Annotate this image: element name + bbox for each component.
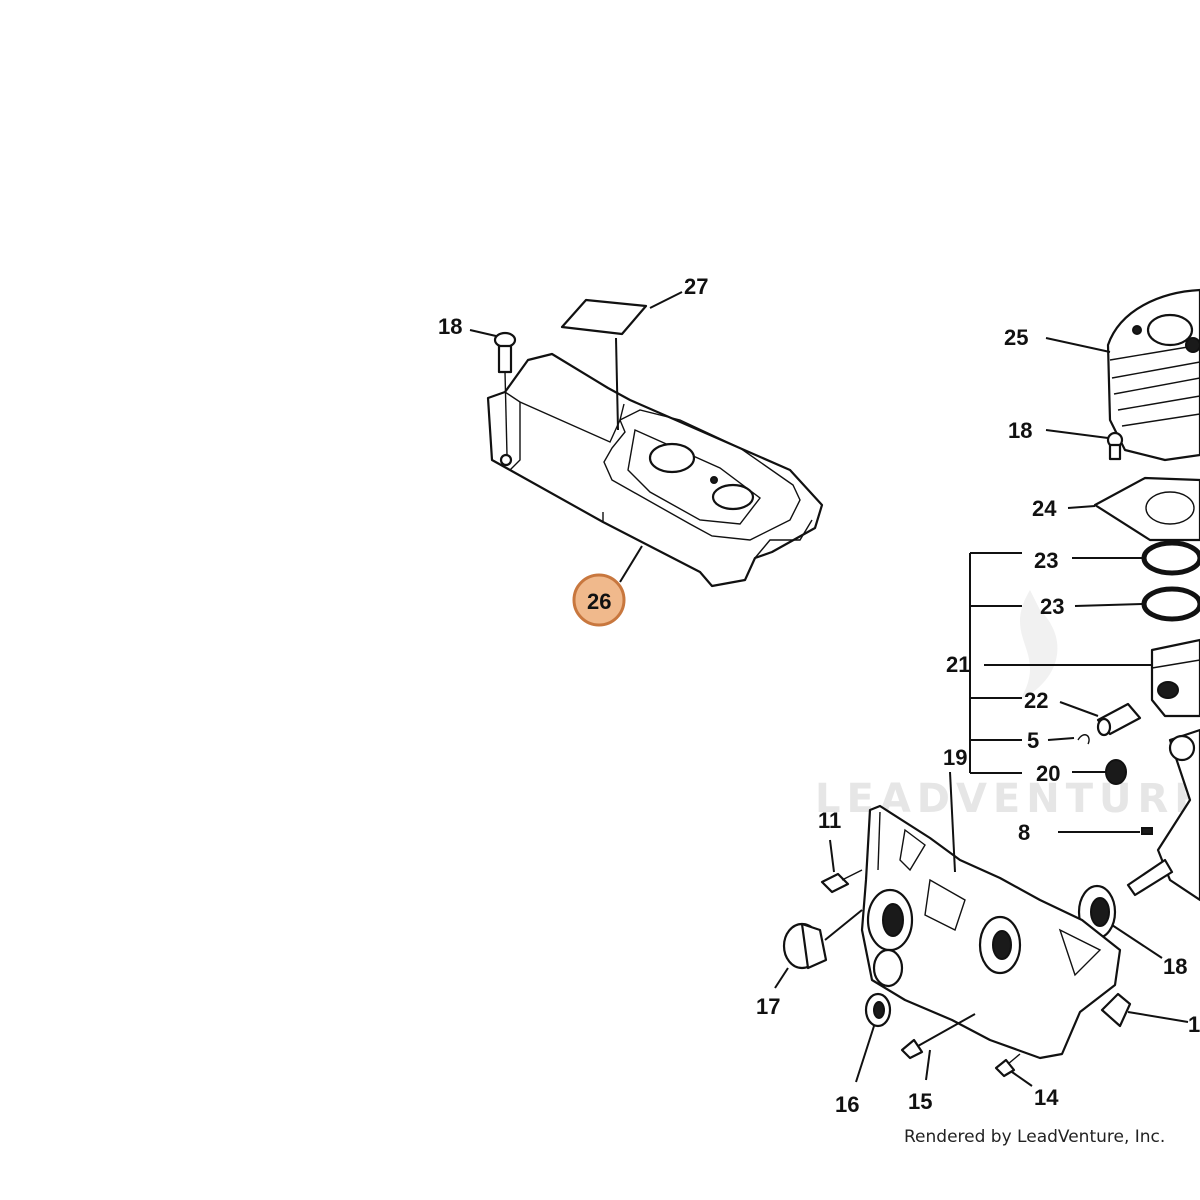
callout-15: 15 — [908, 1089, 932, 1114]
part-crankshaft[interactable] — [1126, 728, 1200, 902]
part-18-screw-top[interactable] — [493, 331, 517, 467]
callout-25: 25 — [1004, 325, 1028, 350]
part-15-bolt[interactable] — [900, 1013, 976, 1060]
part-25-cylinder[interactable] — [1106, 288, 1200, 462]
part-1x-fitting[interactable] — [1100, 992, 1132, 1028]
footer-credit: Rendered by LeadVenture, Inc. — [904, 1127, 1165, 1147]
callout-26-highlight[interactable] — [572, 573, 626, 627]
callout-27: 27 — [684, 274, 708, 299]
callout-14: 14 — [1034, 1085, 1059, 1110]
callout-26: 26 — [587, 589, 611, 614]
part-20-needle-bearing[interactable] — [1105, 759, 1127, 785]
part-21-piston[interactable] — [1150, 638, 1200, 718]
part-19-key[interactable] — [1141, 827, 1153, 835]
callout-21: 21 — [946, 652, 970, 677]
part-24-gasket[interactable] — [1093, 476, 1200, 542]
part-27-decal[interactable] — [560, 298, 648, 336]
part-8-crankcase[interactable] — [860, 804, 1122, 1060]
callout-19: 8 — [1018, 820, 1030, 845]
part-14-screw[interactable] — [994, 1053, 1021, 1078]
callout-1x: 1 — [1188, 1012, 1200, 1037]
callout-18-cylinder: 18 — [1008, 418, 1032, 443]
callout-22: 22 — [1024, 688, 1048, 713]
callout-23-a: 23 — [1034, 548, 1058, 573]
part-18-screw-crankcase[interactable] — [820, 869, 863, 894]
part-23-ring-b[interactable] — [1141, 586, 1200, 622]
callout-18-crankcase: 11 — [818, 808, 841, 833]
part-16-washer[interactable] — [864, 992, 892, 1028]
callout-17: 17 — [756, 994, 780, 1019]
part-26-shroud[interactable] — [486, 352, 824, 588]
part-23-ring-a[interactable] — [1141, 540, 1200, 576]
callout-23-b: 23 — [1040, 594, 1064, 619]
part-5-clip[interactable] — [1077, 734, 1090, 745]
callout-18-top: 18 — [438, 314, 462, 339]
callout-8: 19 — [943, 745, 967, 770]
watermark-logo-icon — [1020, 590, 1058, 700]
part-17-plug[interactable] — [782, 922, 828, 970]
part-22-piston-pin[interactable] — [1096, 702, 1142, 737]
callout-20: 20 — [1036, 761, 1060, 786]
callout-11: 18 — [1163, 954, 1187, 979]
callout-16: 16 — [835, 1092, 859, 1117]
callout-5: 5 — [1027, 728, 1039, 753]
callout-24: 24 — [1032, 496, 1057, 521]
part-18-screw-cylinder[interactable] — [1106, 431, 1124, 461]
